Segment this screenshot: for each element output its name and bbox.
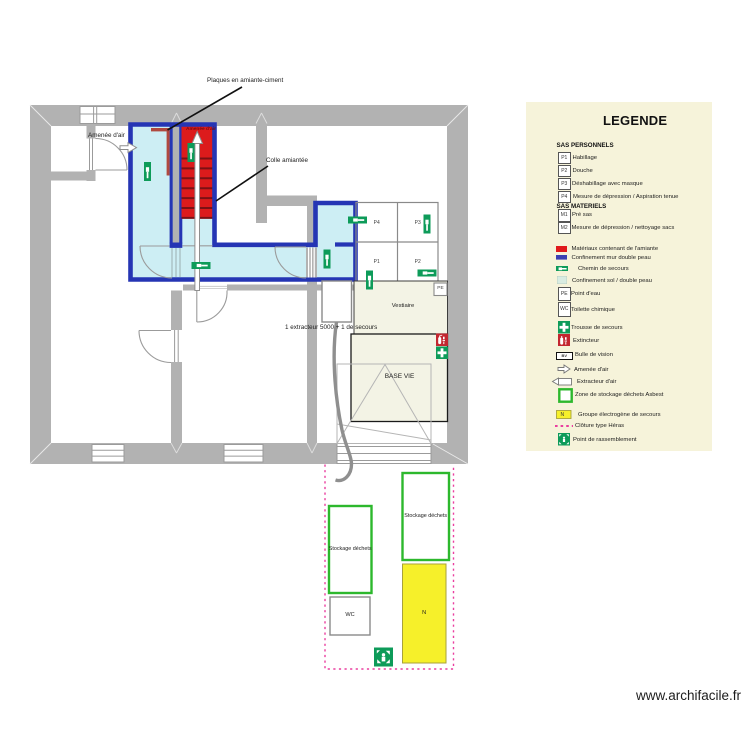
doors [95, 137, 307, 364]
yard [324, 464, 455, 670]
p3-box: P3 [558, 177, 571, 190]
exit-sign-sas-p2 [417, 269, 437, 277]
extinguisher-icon [558, 333, 570, 346]
label-stockage-left: Stockage déchets [328, 546, 372, 552]
generator-icon [556, 409, 572, 419]
exit-sign-corridor [191, 262, 211, 269]
m1-box: M1 [558, 209, 571, 222]
generator-icon-code: N [560, 411, 565, 418]
p1-box: P1 [558, 151, 571, 164]
label-pe-plan: PE [437, 285, 444, 291]
air-inlet-arrow-left [119, 141, 138, 154]
label-stockage-right: Stockage déchets [404, 513, 448, 519]
assembly-point-plan [374, 647, 393, 667]
air-inlet-arrow-vertical [191, 130, 204, 291]
wc-box-plan [329, 596, 371, 636]
label-generator: N [422, 609, 427, 616]
exit-sign-sas-p3 [423, 214, 431, 234]
label-stairs-zone: Amenée d'air [186, 126, 216, 132]
stairwell-wall [169, 125, 183, 244]
pe-box-icon: PE [558, 287, 571, 301]
label-sas-p3: P3 [414, 219, 421, 226]
exit-sign-hall [144, 162, 151, 181]
waste-zone-icon [557, 387, 573, 403]
generator-box [402, 563, 447, 664]
waste-storage-left [327, 504, 373, 595]
extractor-unit [321, 280, 353, 323]
label-extracteur: 1 extracteur 5000 + 1 de secours [285, 323, 378, 331]
floor-swatch-icon [557, 276, 567, 284]
door-openings [86, 138, 317, 362]
blue-swatch-icon [556, 255, 567, 260]
m2-box: M2 [558, 221, 571, 234]
air-inlet-icon [557, 364, 571, 374]
label-colle: Colle amiantée [266, 157, 309, 164]
website-credit: www.archifacile.fr [636, 688, 742, 703]
waste-storage-right [401, 471, 451, 562]
legend-panel: LEGENDE SAS PERSONNELS P1 Habillage P2 D… [526, 102, 712, 451]
first-aid-plan [436, 346, 448, 359]
label-vestiaire: Vestiaire [391, 302, 415, 309]
bv-box-icon: BV [556, 351, 573, 360]
annotation-lines [167, 86, 269, 202]
wc-box-icon: WC [558, 302, 571, 317]
window-bottom-right-bay [336, 443, 432, 464]
window-top [79, 106, 116, 124]
p2-box: P2 [558, 164, 571, 177]
vestiaire-area [353, 280, 448, 335]
extinguisher-plan [435, 333, 449, 347]
p4-box: P4 [558, 190, 571, 203]
legend-header-sas-personnels: SAS PERSONNELS [556, 142, 614, 149]
first-aid-icon [558, 321, 570, 334]
legend-title: LEGENDE [603, 113, 668, 128]
exit-sign-sas-p1 [366, 270, 373, 290]
legend-header-sas-materiels: SAS MATERIELS [556, 202, 607, 210]
windows [79, 106, 432, 464]
air-extractor-icon [551, 376, 572, 386]
escape-route-icon [556, 265, 568, 272]
label-amenee-air: Amenée d'air [88, 132, 125, 139]
label-wc-plan: WC [345, 612, 355, 618]
heras-fence [324, 464, 455, 670]
label-sas-p4: P4 [373, 219, 380, 226]
assembly-point-icon [558, 433, 570, 446]
label-sas-p1: P1 [373, 259, 380, 265]
heras-fence-icon [554, 425, 573, 427]
window-bottom-left [91, 444, 125, 463]
red-swatch-icon [556, 245, 567, 252]
exit-sign-sas-p4 [348, 216, 367, 224]
label-base-vie: BASE VIE [384, 373, 415, 380]
label-sas-p2: P2 [414, 259, 421, 265]
exit-sign-stairs [187, 143, 195, 162]
base-vie-area [336, 333, 449, 444]
pe-box-plan [433, 282, 448, 297]
exit-sign-block [323, 249, 331, 269]
interior-walls [48, 112, 360, 454]
extractor-hose [332, 321, 354, 483]
containment-border [128, 122, 358, 282]
asbestos-cement-plates [151, 128, 170, 176]
label-plaques: Plaques en amiante-ciment [207, 77, 284, 84]
window-bottom-middle [223, 444, 264, 463]
